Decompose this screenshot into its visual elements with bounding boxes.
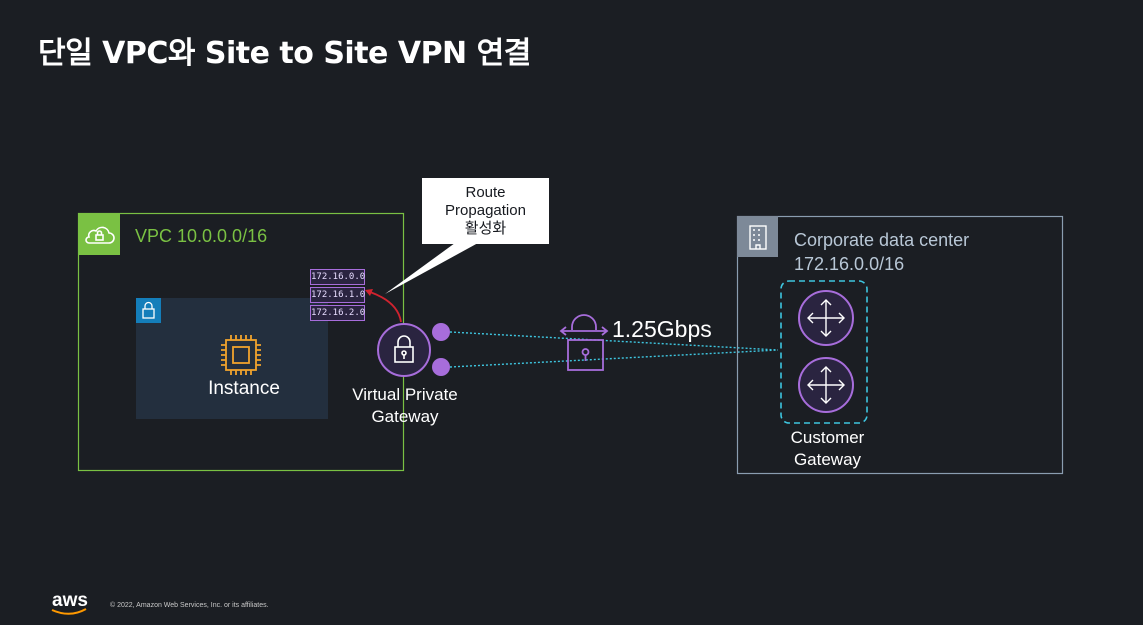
cgw-label-line: Customer: [790, 428, 865, 447]
vpn-tunnel-2: [449, 349, 779, 368]
data-center-name: Corporate data center: [794, 230, 970, 250]
propagation-arrowhead: [365, 289, 373, 296]
private-subnet: [136, 298, 328, 419]
route-propagation-callout: Route Propagation 활성화: [422, 178, 549, 244]
router-icon-2: [798, 357, 854, 413]
vgw-lock-icon: [394, 335, 414, 363]
data-center-cidr: 172.16.0.0/16: [794, 254, 905, 274]
cgw-label: Customer Gateway: [770, 427, 885, 471]
router-icon-1: [798, 290, 854, 346]
bandwidth-label: 1.25Gbps: [612, 316, 712, 342]
vpn-connection-icon: [559, 314, 609, 371]
callout-line: 활성화: [464, 220, 507, 237]
vgw-label: Virtual Private Gateway: [330, 384, 480, 428]
subnet-badge: [136, 298, 161, 323]
slide-title: 단일 VPC와 Site to Site VPN 연결: [38, 36, 531, 71]
vpc-badge: [78, 213, 120, 255]
vgw-endpoint-2: [432, 358, 450, 376]
aws-smile-icon: [51, 608, 87, 615]
vgw-label-line: Virtual Private: [352, 385, 458, 404]
cgw-group: [780, 280, 868, 424]
callout-pointer: [385, 243, 478, 294]
propagation-arrow: [369, 291, 402, 323]
data-center-label: Corporate data center 172.16.0.0/16: [794, 228, 969, 276]
instance-label: Instance: [208, 378, 280, 399]
route-entry: 172.16.2.0: [310, 305, 365, 321]
vpn-tunnel-1: [449, 331, 779, 351]
vgw-endpoint-1: [432, 323, 450, 341]
vgw-label-line: Gateway: [371, 407, 439, 426]
callout-line: Propagation: [445, 202, 526, 219]
aws-logo: aws: [52, 590, 88, 611]
copyright: © 2022, Amazon Web Services, Inc. or its…: [110, 602, 269, 609]
route-entry: 172.16.1.0: [310, 287, 365, 303]
building-icon: [749, 225, 767, 250]
cgw-label-line: Gateway: [793, 450, 862, 469]
vpc-label: VPC 10.0.0.0/16: [135, 226, 268, 246]
padlock-icon: [142, 301, 155, 319]
ec2-chip-icon: [221, 335, 261, 375]
callout-line: Route: [465, 184, 506, 201]
data-center-badge: [737, 216, 778, 257]
vgw-icon: [377, 323, 431, 377]
route-entry: 172.16.0.0: [310, 269, 365, 285]
data-center-boundary: [736, 215, 1064, 475]
cloud-lock-icon: [85, 226, 115, 244]
